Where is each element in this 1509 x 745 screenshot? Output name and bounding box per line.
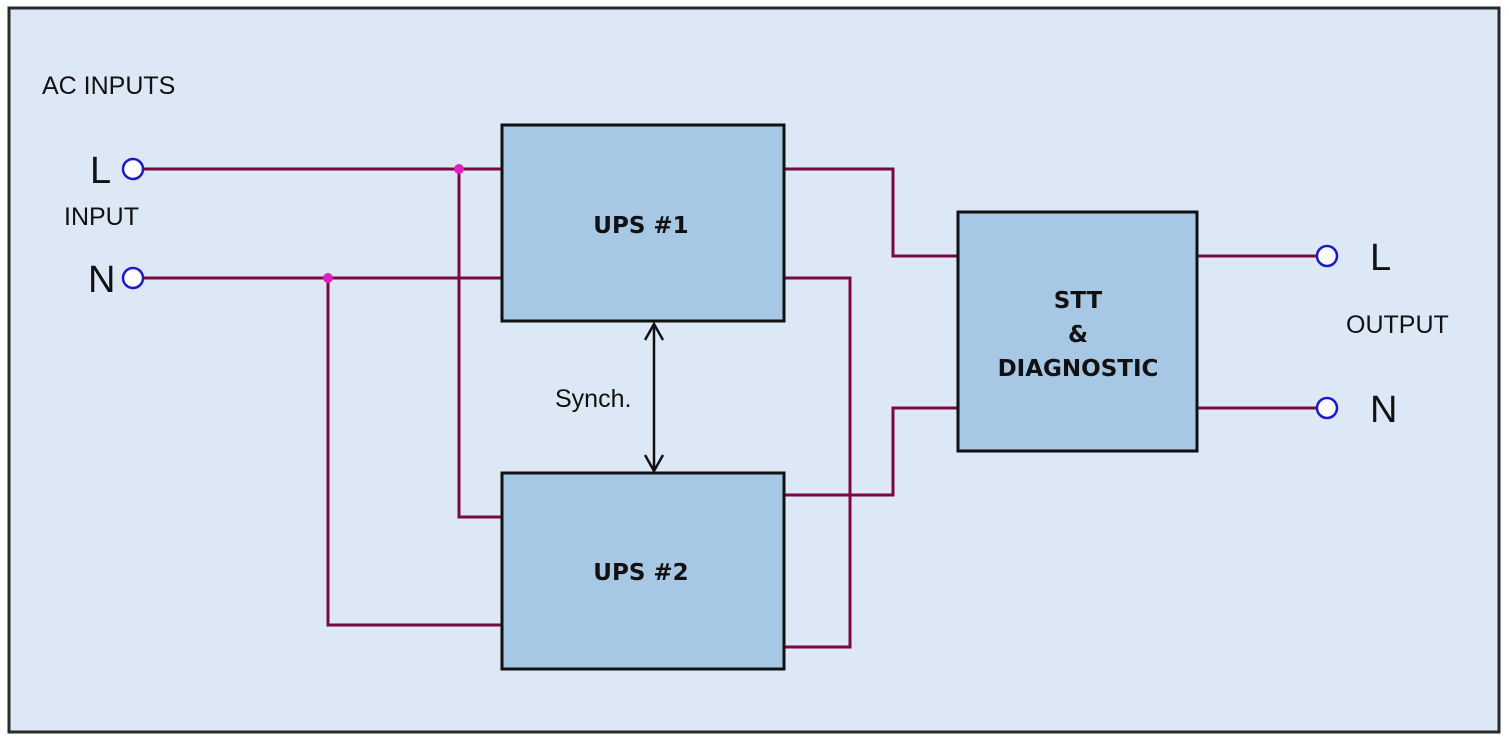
synch-label: Synch. <box>555 385 631 413</box>
wire-ups2-to-stt <box>784 406 958 497</box>
input-l-label: L <box>90 150 111 192</box>
output-l-label: L <box>1370 237 1391 279</box>
ups1-block <box>500 123 786 323</box>
synch-arrow <box>643 321 665 474</box>
wire-ups1-n-out <box>784 276 852 649</box>
input-n-terminal <box>121 266 145 290</box>
ups2-block <box>500 471 786 671</box>
junction-dot-l <box>454 164 464 174</box>
output-label: OUTPUT <box>1346 311 1449 339</box>
output-n-terminal <box>1315 396 1339 420</box>
ups2-label: UPS #2 <box>593 560 688 586</box>
wire-input-l-to-ups2 <box>457 169 502 519</box>
output-l-terminal <box>1315 244 1339 268</box>
input-label: INPUT <box>64 203 139 231</box>
wire-input-n-to-ups2 <box>326 278 502 627</box>
stt-label-line1: STT <box>1054 288 1103 314</box>
ups1-label: UPS #1 <box>593 213 688 239</box>
input-n-label: N <box>88 259 115 301</box>
wire-ups1-l-to-stt <box>784 167 958 258</box>
wires <box>143 167 1317 649</box>
stt-label-line3: DIAGNOSTIC <box>998 356 1159 382</box>
junction-dot-n <box>323 273 333 283</box>
input-l-terminal <box>121 157 145 181</box>
ac-inputs-label: AC INPUTS <box>42 72 175 100</box>
output-n-label: N <box>1370 389 1397 431</box>
stt-block <box>956 210 1199 453</box>
stt-label-line2: & <box>1068 322 1088 348</box>
